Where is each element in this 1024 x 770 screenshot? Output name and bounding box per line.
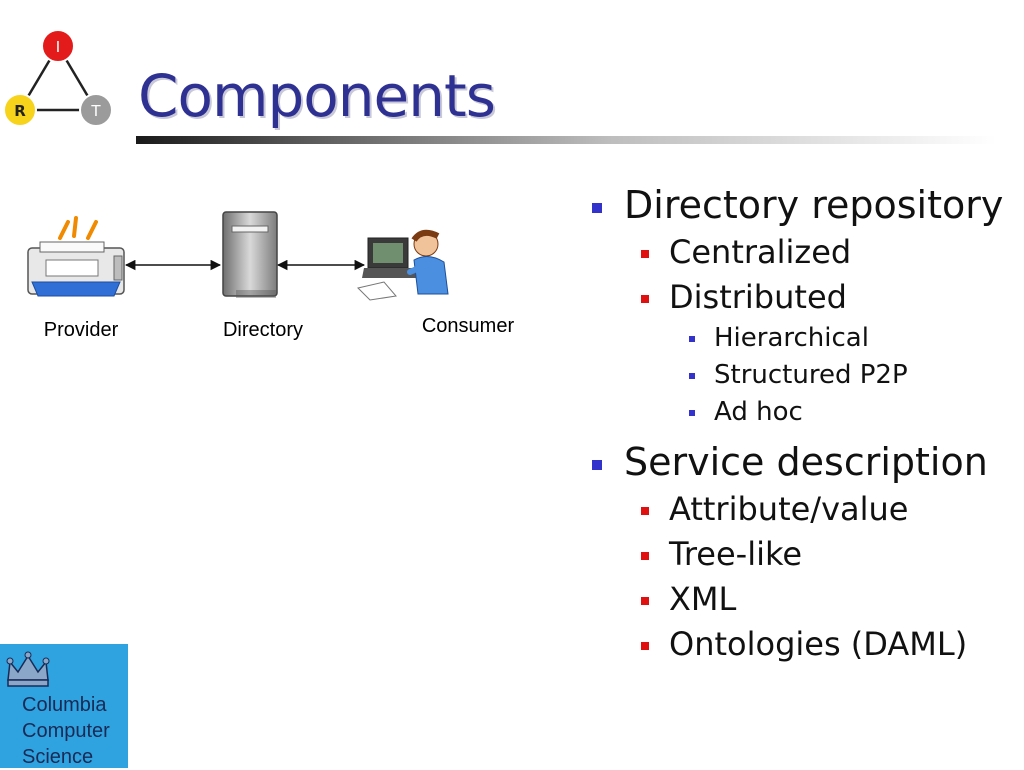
directory-label: Directory (223, 319, 303, 341)
bullet-item: Service description (588, 439, 1018, 485)
sub-bullet-item: XML (588, 577, 1018, 622)
bullet-marker (641, 642, 649, 650)
slide-title: Components (138, 62, 496, 130)
printer-icon (27, 216, 125, 297)
bullet-list: Directory repository Centralized Distrib… (588, 182, 1018, 667)
sub-sub-bullet-item: Ad hoc (588, 394, 1018, 431)
sub-bullet-item: Tree-like (588, 532, 1018, 577)
bullet-marker (689, 410, 695, 416)
sub-bullet-item: Centralized (588, 230, 1018, 275)
bullet-item: Directory repository (588, 182, 1018, 228)
consumer-label: Consumer (422, 315, 515, 337)
bullet-marker (689, 336, 695, 342)
service-discovery-diagram: Provider Directory Consumer (27, 211, 515, 341)
sub-sub-bullet-item: Structured P2P (588, 357, 1018, 394)
logo-letter-t: T (90, 102, 101, 120)
sub-sub-bullet-item: Hierarchical (588, 320, 1018, 357)
columbia-cs-logo: Columbia Computer Science (0, 644, 128, 768)
logo-node-i (41, 29, 75, 63)
bullet-marker (641, 295, 649, 303)
bullet-marker (641, 250, 649, 258)
title-underline (136, 136, 996, 144)
consumer-at-computer-icon (357, 229, 449, 301)
bullet-marker (592, 460, 602, 470)
server-icon (222, 211, 278, 298)
logo-node-r (3, 93, 37, 127)
sub-bullet-item: Ontologies (DAML) (588, 622, 1018, 667)
sub-bullet-item: Distributed (588, 275, 1018, 320)
irt-triangle-logo: I R T (3, 29, 113, 127)
sub-bullet-item: Attribute/value (588, 487, 1018, 532)
provider-label: Provider (44, 319, 119, 341)
logo-letter-i: I (56, 38, 60, 56)
logo-node-t (79, 93, 113, 127)
institution-name: Columbia Computer Science (22, 694, 110, 768)
bullet-marker (592, 203, 602, 213)
logo-letter-r: R (14, 102, 26, 120)
bullet-marker (641, 552, 649, 560)
bullet-marker (689, 373, 695, 379)
crown-icon (6, 651, 50, 687)
bullet-marker (641, 597, 649, 605)
bullet-marker (641, 507, 649, 515)
